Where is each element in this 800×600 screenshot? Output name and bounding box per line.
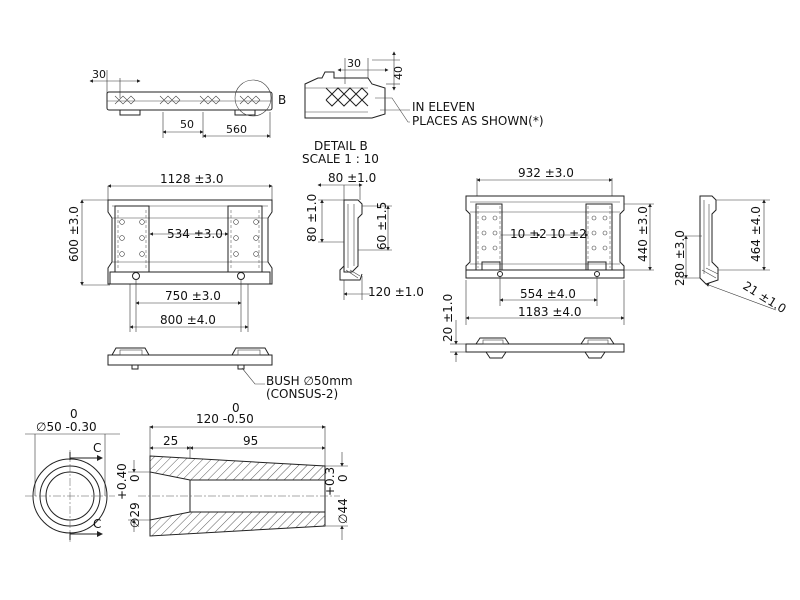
front-dim-bolt: 750 ±3.0: [165, 289, 221, 303]
bush-outer-dia: ∅50 -0.30: [36, 420, 97, 434]
side1-dim-top: 80 ±1.0: [328, 171, 376, 185]
bush-end-view: 0 ∅50 -0.30 C C: [25, 407, 120, 542]
detail-note-line1: IN ELEVEN: [412, 100, 475, 114]
section-mark-bottom: C: [93, 517, 101, 531]
bore-dia: ∅29: [128, 502, 142, 528]
side-view-2: 464 ±4.0 280 ±3.0 21 ±1.0: [673, 195, 789, 316]
bush-dim-95: 95: [243, 434, 258, 448]
right-dim-overall: 1183 ±4.0: [518, 305, 582, 319]
bush-outer-tol-top: 0: [70, 407, 78, 421]
front-dim-base: 800 ±4.0: [160, 313, 216, 327]
right-left-bracket: [475, 203, 503, 271]
vent-pattern: [114, 95, 261, 105]
top-view-dim-50: 50: [180, 118, 194, 131]
bottom-view: BUSH ∅50mm (CONSUS-2): [107, 347, 353, 401]
front-dim-inner: 534 ±3.0: [167, 227, 223, 241]
bore-tol-a: +0.40: [115, 463, 129, 500]
side1-dim-bottom: 120 ±1.0: [368, 285, 424, 299]
front-dim-height: 600 ±3.0: [67, 206, 81, 262]
right-dim-height: 440 ±3.0: [636, 206, 650, 262]
end-tol-a: +0.3: [323, 467, 337, 496]
side-view-1: 80 ±1.0 80 ±1.0 60 ±1.5 120 ±1.0: [305, 171, 424, 300]
bush-length-tol-top: 0: [232, 401, 240, 415]
bush-section-view: 0 120 -0.50 25 95 +0.40 0 ∅29 +0.3 0 ∅44: [115, 401, 350, 540]
side1-dim-right: 60 ±1.5: [375, 202, 389, 250]
detail-dim-30: 30: [347, 57, 361, 70]
side2-dim-offset: 280 ±3.0: [673, 230, 687, 286]
section-mark-top: C: [93, 441, 101, 455]
right-dim-width: 932 ±3.0: [518, 166, 574, 180]
front-dim-width: 1128 ±3.0: [160, 172, 224, 186]
right-front-view: 932 ±3.0 10 ±2 10 ±2: [465, 166, 654, 325]
top-view: 30 B 50 560: [89, 68, 286, 138]
bore-tol-b: 0: [128, 474, 142, 482]
detail-scale: SCALE 1 : 10: [302, 152, 379, 166]
detail-b-callout-label: B: [278, 93, 286, 107]
front-right-bracket: [227, 205, 263, 273]
bush-dim-25: 25: [163, 434, 178, 448]
right-dim-inner: 554 ±4.0: [520, 287, 576, 301]
front-view: 1128 ±3.0 600 ±3.0 534 ±3.0: [67, 172, 273, 332]
bush-note-line1: BUSH ∅50mm: [266, 374, 353, 388]
side1-dim-left: 80 ±1.0: [305, 194, 319, 242]
bush-note-line2: (CONSUS-2): [266, 387, 338, 401]
detail-b-view: 30 40 IN ELEVEN PLACES AS SHOWN(*) DETAI…: [302, 51, 544, 166]
top-view-dim-30: 30: [92, 68, 106, 81]
front-left-bracket: [114, 205, 150, 273]
right-dim-base-height: 20 ±1.0: [441, 294, 455, 342]
end-tol-b: 0: [336, 474, 350, 482]
detail-title: DETAIL B: [314, 139, 368, 153]
bush-length: 120 -0.50: [196, 412, 254, 426]
detail-note-line2: PLACES AS SHOWN(*): [412, 114, 544, 128]
right-dim-slot-b: 10 ±2: [550, 227, 587, 241]
right-bottom-view: 20 ±1.0: [441, 294, 625, 362]
side2-dim-foot: 21 ±1.0: [740, 279, 788, 316]
side2-dim-height: 464 ±4.0: [749, 206, 763, 262]
detail-b-callout-circle: [234, 79, 272, 117]
right-right-bracket: [585, 203, 613, 271]
top-view-dim-560: 560: [226, 123, 247, 136]
right-dim-slot-a: 10 ±2: [510, 227, 547, 241]
end-dia: ∅44: [336, 498, 350, 524]
detail-dim-40: 40: [392, 66, 405, 80]
